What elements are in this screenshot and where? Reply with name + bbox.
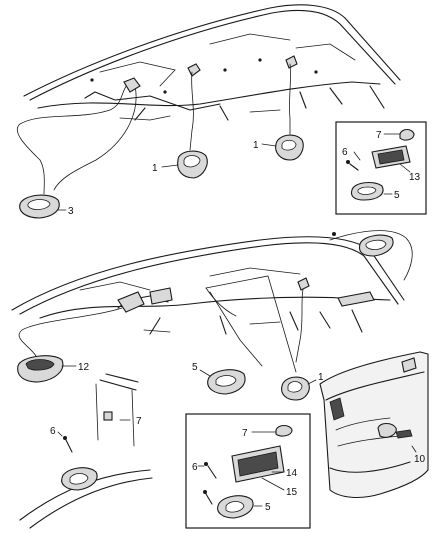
- callout-10: 10: [414, 454, 426, 465]
- callout-13: 13: [409, 172, 421, 183]
- callout-1: 1: [152, 163, 158, 174]
- door-panel: [319, 351, 429, 499]
- callouts: 1 1 3 7 6 13 5 12 5 1 7 6 7 10 6 14 15 5: [50, 130, 426, 513]
- detail-box-upper: [335, 121, 427, 215]
- middle-headliner: [11, 230, 413, 401]
- callout-12: 12: [78, 362, 90, 373]
- callout-6: 6: [192, 462, 198, 473]
- callout-7: 7: [136, 416, 142, 427]
- top-headliner: [17, 4, 401, 219]
- callout-15: 15: [286, 487, 298, 498]
- callout-6: 6: [50, 426, 56, 437]
- callout-7: 7: [242, 428, 248, 439]
- callout-7: 7: [376, 130, 382, 141]
- callout-5: 5: [394, 190, 400, 201]
- lower-left-detail: [19, 373, 153, 529]
- callout-1: 1: [253, 140, 259, 151]
- callout-5: 5: [192, 362, 198, 373]
- callout-1: 1: [318, 372, 324, 383]
- callout-6: 6: [342, 147, 348, 158]
- callout-3: 3: [68, 206, 74, 217]
- detail-box-lower: [185, 413, 311, 529]
- callout-5: 5: [265, 502, 271, 513]
- callout-14: 14: [286, 468, 298, 479]
